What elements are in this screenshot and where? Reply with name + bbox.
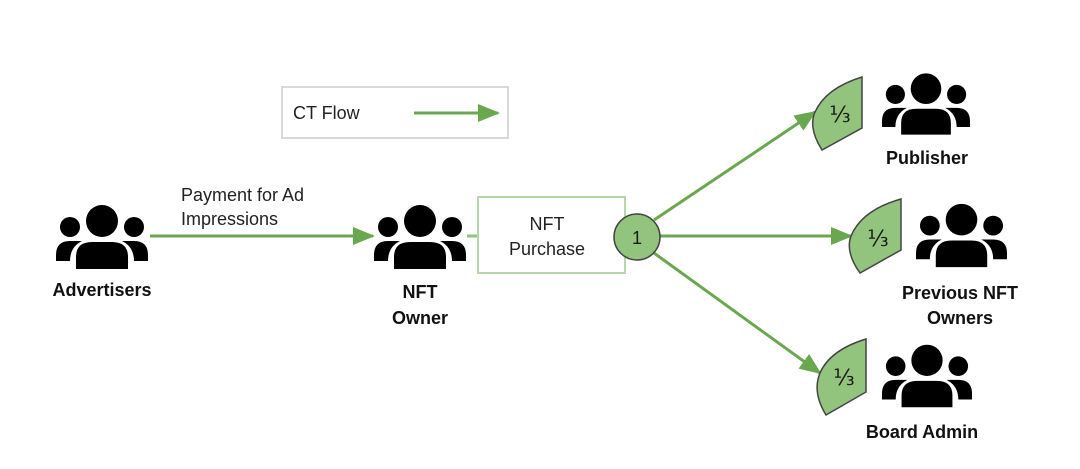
share-shape [816,337,867,417]
edge-label-line1: Payment for Ad [181,185,304,205]
node-label: Board Admin [866,422,978,442]
group-icon [916,203,1007,268]
purchase-box-frame [477,196,626,274]
share-previous-owners: ⅓ [848,198,902,274]
share-publisher: ⅓ [811,75,863,151]
share-board-admin: ⅓ [816,337,867,417]
purchase-label-line2: Purchase [509,239,585,259]
split-total: 1 [632,228,642,248]
share-shape [848,198,902,274]
node-label: Publisher [886,148,968,168]
node-nft-owner: NFT Owner [374,205,466,328]
node-publisher: Publisher [882,73,970,168]
legend-label: CT Flow [293,103,361,123]
edge-split-to-board-admin [653,251,822,375]
node-advertisers: Advertisers [52,205,152,300]
node-label-line2: Owners [927,308,993,328]
group-icon [374,205,466,269]
split-node: 1 [613,213,661,261]
node-label: Advertisers [52,280,151,300]
node-label-line2: Owner [392,308,448,328]
group-icon [882,344,972,408]
share-value: ⅓ [867,227,888,252]
edge-split-to-publisher [653,110,817,222]
share-value: ⅓ [829,103,850,128]
node-board-admin: Board Admin [866,344,978,442]
share-value: ⅓ [833,366,854,391]
purchase-box: NFT Purchase [477,196,626,274]
purchase-label-line1: NFT [530,214,565,234]
legend: CT Flow [281,86,509,139]
share-shape [811,75,863,151]
group-icon [56,205,148,269]
edge-label-line2: Impressions [181,209,278,229]
group-icon [882,73,970,135]
node-label-line1: NFT [403,282,438,302]
node-label-line1: Previous NFT [902,283,1018,303]
split-circle [613,213,661,261]
node-previous-owners: Previous NFT Owners [902,203,1018,328]
